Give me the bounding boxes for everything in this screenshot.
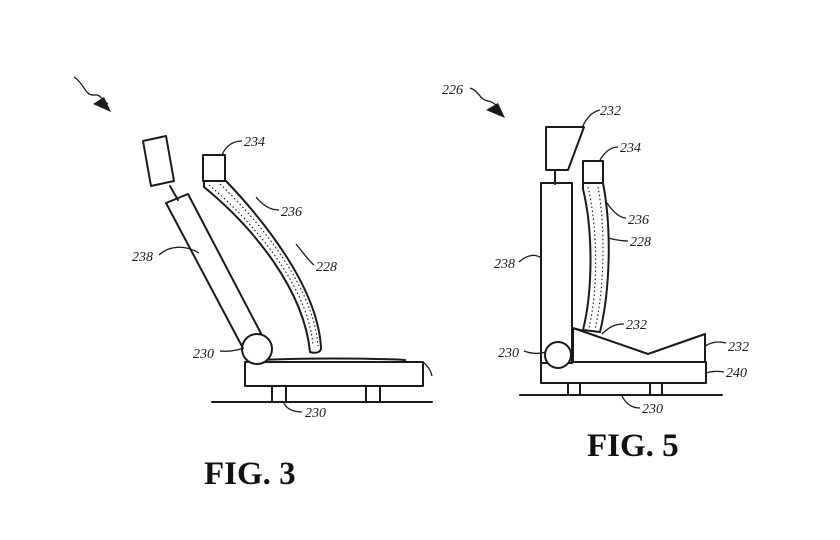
figure-3-seat-base	[244, 361, 424, 387]
figure-3-seat-base-edge	[422, 361, 433, 377]
figure-5-leader-238	[518, 254, 542, 263]
figure-5-cover-strip	[582, 182, 610, 333]
figure-5-ref-238: 238	[494, 257, 515, 272]
figure-3-ref-234: 234	[244, 135, 265, 150]
figure-5-leader-230-pivot	[523, 350, 546, 355]
figure-5-leader-232-right	[704, 341, 727, 347]
figure-3-pivot	[241, 333, 273, 365]
figure-3-title: FIG. 3	[204, 456, 296, 492]
figure-5-leader-230-floor	[621, 395, 641, 409]
figure-5-ref-230-pivot: 230	[498, 346, 519, 361]
figure-5-lead-arrow	[469, 87, 505, 118]
figure-3-leader-230b	[282, 401, 303, 413]
figure-3-ref-236: 236	[281, 205, 302, 220]
figure-5-ref-232-wedge: 232	[626, 318, 647, 333]
figure-3-left-foot	[271, 384, 287, 403]
figure-3: 234 236 228 238 230 230 FIG. 3	[73, 76, 433, 492]
figure-5-leader-236	[606, 202, 627, 219]
figure-5-seat-wedge	[572, 327, 706, 363]
figure-5-pivot	[544, 341, 572, 369]
figure-3-leader-238	[158, 246, 200, 256]
figure-3-leader-228	[295, 243, 315, 266]
figure-5-leader-240	[705, 370, 725, 374]
figure-5-wedge-top	[572, 327, 583, 331]
figure-5-leader-232-wedge	[601, 323, 625, 335]
figure-5-leader-228	[607, 237, 629, 242]
figure-3-ref-228: 228	[316, 260, 337, 275]
figure-3-right-foot	[365, 384, 381, 403]
figure-3-leader-234	[221, 140, 243, 156]
figure-3-leader-230a	[219, 347, 245, 352]
figure-5-ref-232-headrest: 232	[600, 104, 621, 119]
figure-3-headrest-post	[169, 185, 179, 201]
figure-3-ref-230-base: 230	[305, 406, 326, 421]
figure-5-ref-232-right: 232	[728, 340, 749, 355]
figure-5-ref-228: 228	[630, 235, 651, 250]
figure-3-leader-236	[255, 196, 280, 211]
figure-3-cover-strip	[203, 180, 322, 354]
figure-5-leader-232-head	[581, 109, 601, 129]
figure-3-ref-238: 238	[132, 250, 153, 265]
figure-5-ref-230-floor: 230	[642, 402, 663, 417]
figure-5-ref-236: 236	[628, 213, 649, 228]
figure-5-cushion-dotted-2	[594, 186, 604, 331]
figure-5: 226	[442, 83, 749, 464]
figure-3-lead-arrow	[73, 76, 111, 112]
figure-3-sensor-block	[202, 154, 226, 182]
figure-5-ref-240: 240	[726, 366, 747, 381]
figure-5-ref-226: 226	[442, 83, 463, 98]
figure-3-cushion-dotted	[208, 184, 314, 347]
figure-5-ref-234: 234	[620, 141, 641, 156]
figure-5-sensor-block	[582, 160, 604, 184]
figure-3-seat-cushion	[261, 357, 406, 363]
figure-5-title: FIG. 5	[587, 428, 679, 464]
figure-5-headrest	[545, 126, 585, 171]
figure-5-leader-234	[599, 146, 619, 161]
figure-5-seatback	[540, 182, 573, 364]
figure-3-ref-230-pivot: 230	[193, 347, 214, 362]
figure-3-headrest	[142, 135, 175, 187]
figure-5-cushion-dotted	[587, 186, 597, 329]
